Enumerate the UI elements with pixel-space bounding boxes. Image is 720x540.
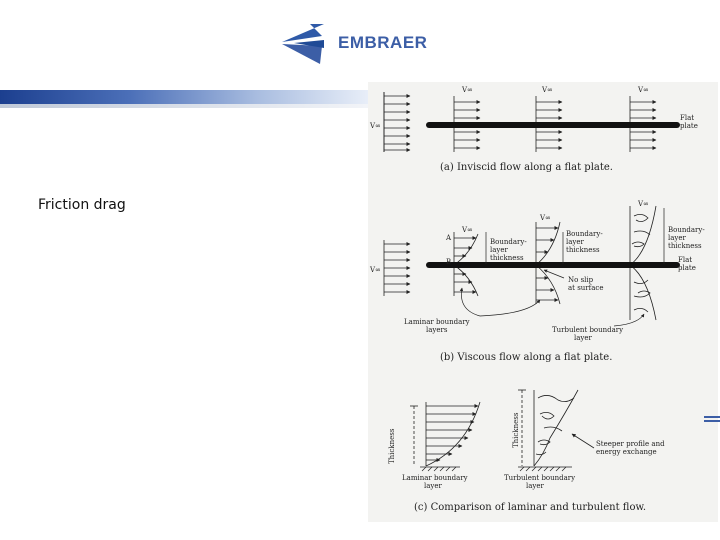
boundary-layer-diagram: V∞ V∞ V∞ V∞ Flat plate (a) Inviscid flow…	[369, 86, 707, 513]
panel-b-flat-plate	[426, 262, 680, 268]
panel-a-v-left: V∞	[369, 122, 381, 130]
boundary-layer-figure: V∞ V∞ V∞ V∞ Flat plate (a) Inviscid flow…	[368, 82, 718, 522]
embraer-logo: EMBRAER	[280, 22, 450, 66]
panel-c-laminar-profile	[410, 401, 481, 467]
panel-c-turbulent-label: Turbulent boundary layer	[504, 474, 577, 490]
panel-c-steeper-label: Steeper profile and energy exchange	[596, 440, 667, 456]
panel-b-left-profile	[383, 240, 411, 296]
panel-c-turbulent-profile	[518, 389, 595, 467]
panel-b-viscous: V∞ V∞ V∞ V∞ A B Boundary- layer thicknes…	[369, 200, 707, 363]
panel-b-no-slip: No slip at surface	[568, 276, 604, 292]
panel-c-thickness-1: Thickness	[388, 428, 396, 464]
embraer-logo-icon	[282, 24, 324, 64]
panel-b-point-a: A	[445, 234, 452, 242]
panel-c-comparison: Thickness Thickness Laminar boundary lay…	[388, 389, 667, 513]
panel-c-thickness-2: Thickness	[512, 412, 520, 448]
panel-a-v-top-3: V∞	[637, 86, 649, 94]
panel-a-plate-label-1: Flat	[680, 114, 694, 122]
panel-b-v-left: V∞	[369, 266, 381, 274]
panel-b-caption: (b) Viscous flow along a flat plate.	[440, 352, 612, 363]
panel-a-plate-label-2: plate	[680, 122, 698, 130]
panel-b-point-b: B	[446, 258, 451, 266]
header-gradient-bar	[0, 90, 368, 108]
panel-b-plate-label-2: plate	[678, 264, 696, 272]
panel-b-v-top-2: V∞	[539, 214, 551, 222]
panel-b-bl-thickness-3: Boundary- layer thickness	[668, 226, 707, 250]
panel-a-inviscid: V∞ V∞ V∞ V∞ Flat plate (a) Inviscid flow…	[369, 86, 698, 173]
panel-a-v-top-2: V∞	[541, 86, 553, 94]
panel-a-v-top-1: V∞	[461, 86, 473, 94]
panel-b-bl-thickness-1: Boundary- layer thickness	[490, 238, 529, 262]
panel-b-laminar-label: Laminar boundary layers	[404, 318, 472, 334]
panel-c-ground-hatch	[420, 466, 572, 472]
panel-a-caption: (a) Inviscid flow along a flat plate.	[440, 162, 613, 173]
panel-a-flat-plate	[426, 122, 680, 128]
panel-b-plate-label-1: Flat	[678, 256, 692, 264]
logo-wordmark: EMBRAER	[338, 33, 428, 52]
slide-title: Friction drag	[38, 197, 126, 213]
panel-b-bl-thickness-2: Boundary- layer thickness	[566, 230, 605, 254]
panel-b-turbulent-label: Turbulent boundary layer	[552, 326, 625, 342]
panel-b-v-top-3: V∞	[637, 200, 649, 208]
panel-a-left-profile	[383, 92, 411, 152]
panel-b-v-top-1: V∞	[461, 226, 473, 234]
panel-c-caption: (c) Comparison of laminar and turbulent …	[414, 502, 646, 513]
panel-c-laminar-label: Laminar boundary layer	[402, 474, 470, 490]
right-edge-accent	[704, 416, 720, 422]
